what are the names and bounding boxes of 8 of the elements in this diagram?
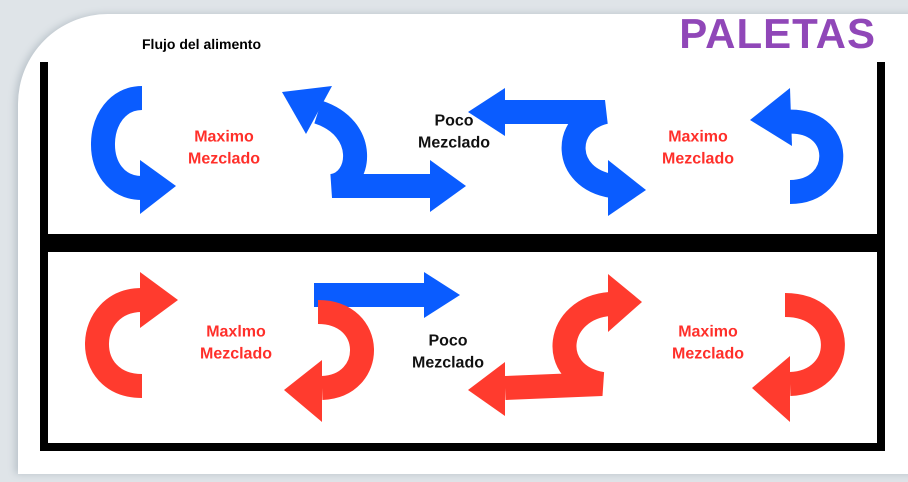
title: PALETAS (679, 10, 876, 58)
mixing-label: Maximo Mezclado (670, 322, 745, 364)
mixing-label: Poco Mezclado (410, 331, 485, 373)
flow-label: Flujo del alimento (142, 36, 262, 52)
mixing-label: Maxlmo Mezclado (198, 322, 273, 364)
mixing-label: Maximo Mezclado (186, 127, 261, 169)
mixing-label: Maximo Mezclado (660, 127, 735, 169)
mixing-label: Poco Mezclado (416, 111, 491, 153)
